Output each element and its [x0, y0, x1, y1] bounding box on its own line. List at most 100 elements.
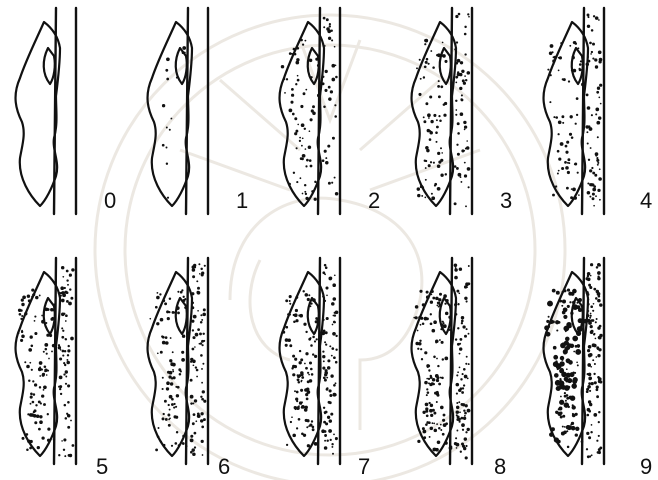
pod-lesion-dot: [427, 129, 430, 132]
pod-lesion-dot: [552, 59, 555, 62]
pod-lesion-dot: [563, 326, 569, 332]
pod-lesion-dot: [173, 376, 176, 379]
scale-panel-7: [280, 258, 340, 464]
pod-lesion-dot: [286, 326, 289, 329]
stem-lesion-dot: [192, 348, 195, 351]
stem-lesion-dot: [463, 121, 466, 124]
pod-lesion-dot: [24, 312, 27, 315]
pod-lesion-dot: [186, 332, 189, 335]
pod-lesion-dot: [167, 317, 170, 320]
stem-lesion-dot: [591, 51, 593, 53]
pod-lesion-dot: [415, 305, 419, 309]
pod-lesion-dot: [165, 341, 169, 345]
pod-lesion-dot: [430, 301, 433, 304]
stem-lesion-dot: [61, 336, 64, 339]
pod-lesion-dot: [572, 413, 574, 415]
pod-lesion-dot: [18, 332, 20, 334]
pod-lesion-dot: [289, 109, 293, 113]
stem-lesion-dot: [62, 350, 65, 353]
pod-lesion-dot: [553, 116, 555, 118]
stem-lesion-dot: [327, 359, 330, 362]
pod-lesion-dot: [572, 336, 578, 342]
pod-lesion-dot: [308, 146, 312, 150]
pod-lesion-dot: [300, 177, 302, 179]
stem-lesion-dot: [190, 379, 193, 382]
stem-lesion-dot: [330, 374, 333, 377]
stem-lesion-dot: [192, 336, 195, 339]
pod-lesion-dot: [549, 432, 554, 437]
pod-lesion-dot: [285, 344, 288, 347]
stem-lesion-dot: [460, 378, 462, 380]
stem-lesion-dot: [325, 161, 328, 164]
pod-lesion-dot: [548, 316, 550, 318]
stem-lesion-dot: [586, 432, 589, 435]
scale-panel-5: [16, 258, 76, 464]
pod-lesion-dot: [427, 366, 429, 368]
pod-lesion-dot: [172, 369, 174, 371]
pod-lesion-dot: [576, 361, 578, 363]
pod-lesion-dot: [300, 371, 303, 374]
stem-lesion-dot: [334, 104, 336, 106]
pod-lesion-dot: [423, 120, 426, 123]
stem-lesion-dot: [200, 396, 202, 398]
stem-lesion-dot: [335, 76, 338, 79]
stem-lesion-dot: [333, 434, 335, 436]
stem-lesion-dot: [202, 344, 204, 346]
stem-lesion-dot: [325, 70, 328, 73]
stem-lesion-dot: [68, 454, 71, 457]
stem-lesion-dot: [591, 454, 593, 456]
stem-lesion-dot: [456, 41, 458, 43]
stem-lesion-dot: [326, 27, 330, 31]
pod-lesion-dot: [441, 341, 444, 344]
pod-lesion-dot: [553, 346, 557, 350]
pod-lesion-dot: [295, 61, 299, 65]
severity-score-label: 6: [218, 454, 230, 479]
stem-lesion-dot: [588, 436, 591, 439]
stem-lesion-dot: [329, 345, 331, 347]
pod-lesion-dot: [551, 427, 555, 431]
stem-lesion-dot: [588, 16, 590, 18]
pod-lesion-dot: [565, 145, 568, 148]
pod-lesion-dot: [164, 302, 167, 305]
stem-lesion-dot: [597, 354, 600, 357]
pod-lesion-dot: [431, 382, 434, 385]
stem-lesion-dot: [459, 367, 461, 369]
stem-lesion-dot: [591, 114, 593, 116]
pod-lesion-dot: [559, 378, 561, 380]
pod-lesion-dot: [294, 53, 297, 56]
pod-lesion-dot: [565, 330, 567, 332]
stem-lesion-dot: [324, 373, 327, 376]
stem-lesion-dot: [464, 53, 466, 55]
pod-lesion-dot: [305, 165, 307, 167]
pod-lesion-dot: [183, 296, 185, 298]
stem-lesion-dot: [595, 338, 597, 340]
pod-lesion-dot: [305, 331, 307, 333]
stem-lesion-dot: [591, 382, 594, 385]
pod-lesion-dot: [578, 194, 580, 196]
pod-lesion-dot: [450, 446, 452, 448]
pod-lesion-dot: [418, 93, 421, 96]
stem-lesion-dot: [587, 182, 589, 184]
stem-lesion-dot: [323, 105, 326, 108]
pod-lesion-dot: [38, 369, 41, 372]
stem-lesion-dot: [467, 378, 469, 380]
pod-lesion-dot: [296, 406, 300, 410]
pod-lesion-dot: [434, 429, 438, 433]
pod-lesion-dot: [438, 115, 440, 117]
pod-lesion-dot: [436, 119, 438, 121]
pod-lesion-dot: [425, 146, 429, 150]
stem-lesion-dot: [69, 288, 71, 290]
stem-lesion-dot: [331, 78, 335, 82]
stem-lesion-dot: [587, 25, 590, 28]
severity-score-label: 9: [640, 454, 652, 479]
pod-lesion-dot: [554, 56, 557, 59]
pod-lesion-dot: [30, 403, 32, 405]
pod-lesion-dot: [181, 442, 183, 444]
pod-lesion-dot: [300, 105, 303, 108]
pod-lesion-dot: [555, 185, 557, 187]
stem-lesion-dot: [599, 168, 601, 170]
pod-lesion-dot: [430, 120, 433, 123]
pod-lesion-dot: [419, 59, 421, 61]
pod-lesion-dot: [292, 355, 295, 358]
stem-lesion-dot: [324, 89, 327, 92]
